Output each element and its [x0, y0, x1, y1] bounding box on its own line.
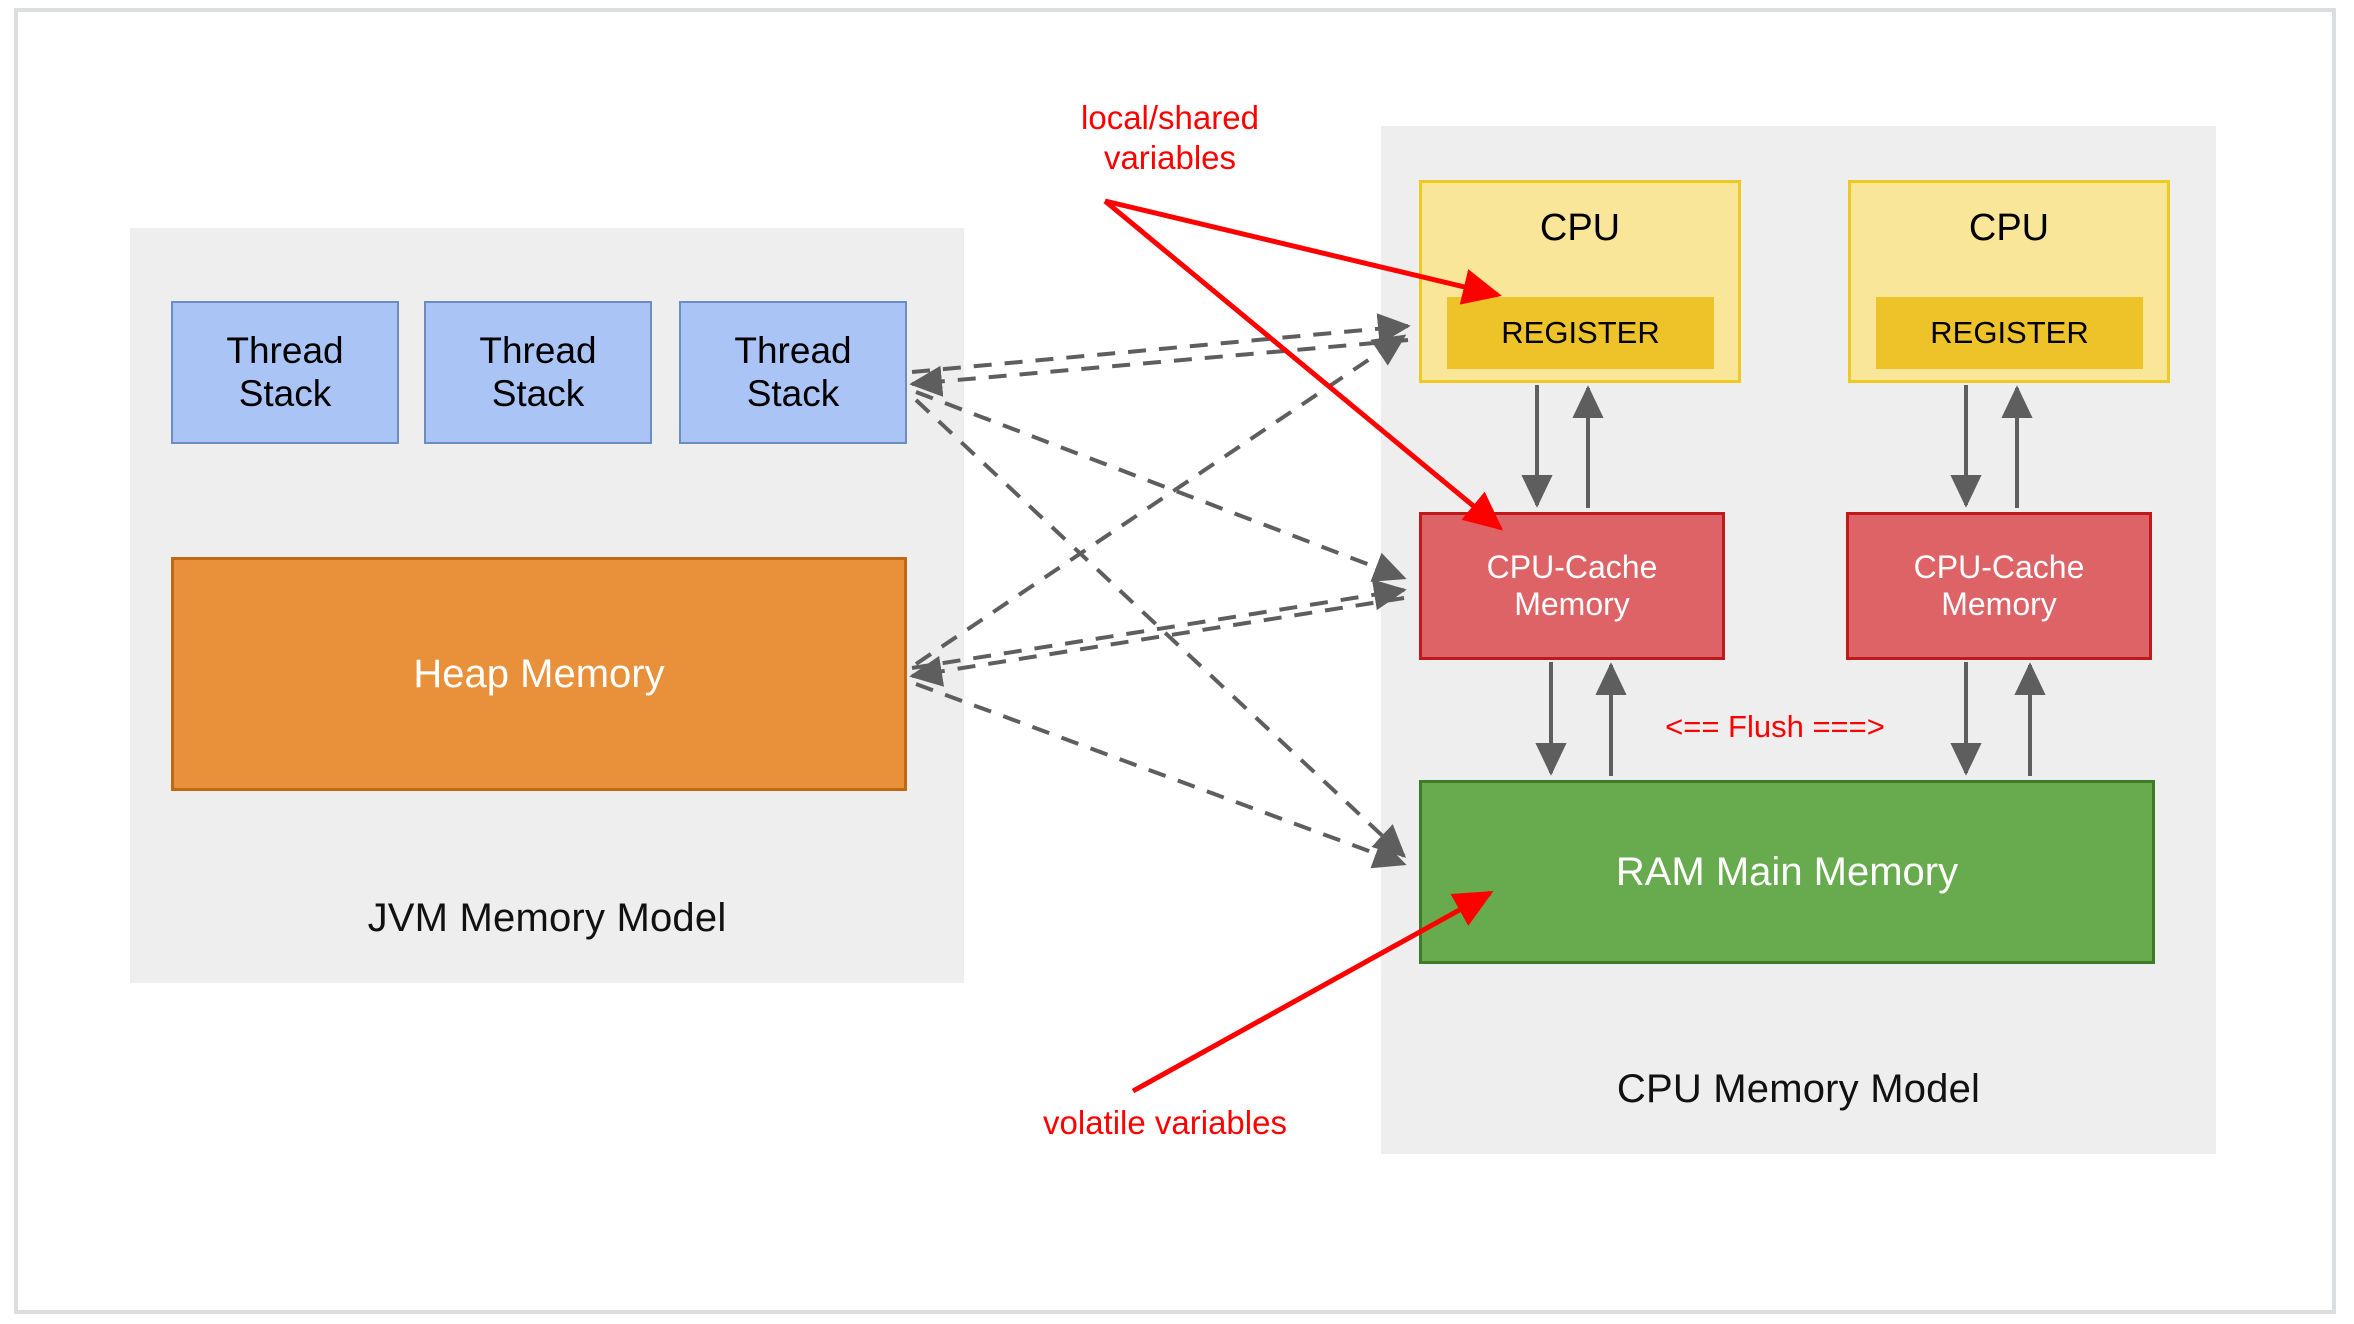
thread-stack-box-3[interactable]: Thread Stack	[679, 301, 907, 444]
volatile-variables-annotation: volatile variables	[1043, 1104, 1287, 1141]
ram-main-memory-box[interactable]: RAM Main Memory	[1419, 780, 2155, 964]
cpu-register-box-2[interactable]: REGISTER	[1876, 297, 2143, 369]
cpu-register-box-1[interactable]: REGISTER	[1447, 297, 1714, 369]
heap-memory-label: Heap Memory	[413, 652, 665, 696]
cpu-cache-memory-label-1: CPU-Cache Memory	[1486, 549, 1658, 622]
cpu-cache-memory-box-1[interactable]: CPU-Cache Memory	[1419, 512, 1725, 660]
thread-stack-label-1: Thread Stack	[226, 329, 344, 414]
cpu-register-label-2: REGISTER	[1930, 315, 2089, 351]
cpu-memory-model-title: CPU Memory Model	[1616, 1067, 1981, 1111]
cpu-core-label-2: CPU	[1968, 207, 2050, 249]
thread-stack-label-2: Thread Stack	[479, 329, 597, 414]
thread-stack-box-2[interactable]: Thread Stack	[424, 301, 652, 444]
thread-stack-box-1[interactable]: Thread Stack	[171, 301, 399, 444]
cpu-cache-memory-label-2: CPU-Cache Memory	[1913, 549, 2085, 622]
ram-main-memory-label: RAM Main Memory	[1615, 850, 1959, 894]
cpu-core-label-1: CPU	[1539, 207, 1621, 249]
cpu-register-label-1: REGISTER	[1501, 315, 1660, 351]
cpu-cache-memory-box-2[interactable]: CPU-Cache Memory	[1846, 512, 2152, 660]
heap-memory-box[interactable]: Heap Memory	[171, 557, 907, 791]
jvm-memory-model-title: JVM Memory Model	[367, 896, 727, 940]
flush-annotation: <== Flush ===>	[1665, 709, 1885, 744]
local-shared-variables-annotation: local/shared variables	[1081, 99, 1259, 176]
thread-stack-label-3: Thread Stack	[734, 329, 852, 414]
